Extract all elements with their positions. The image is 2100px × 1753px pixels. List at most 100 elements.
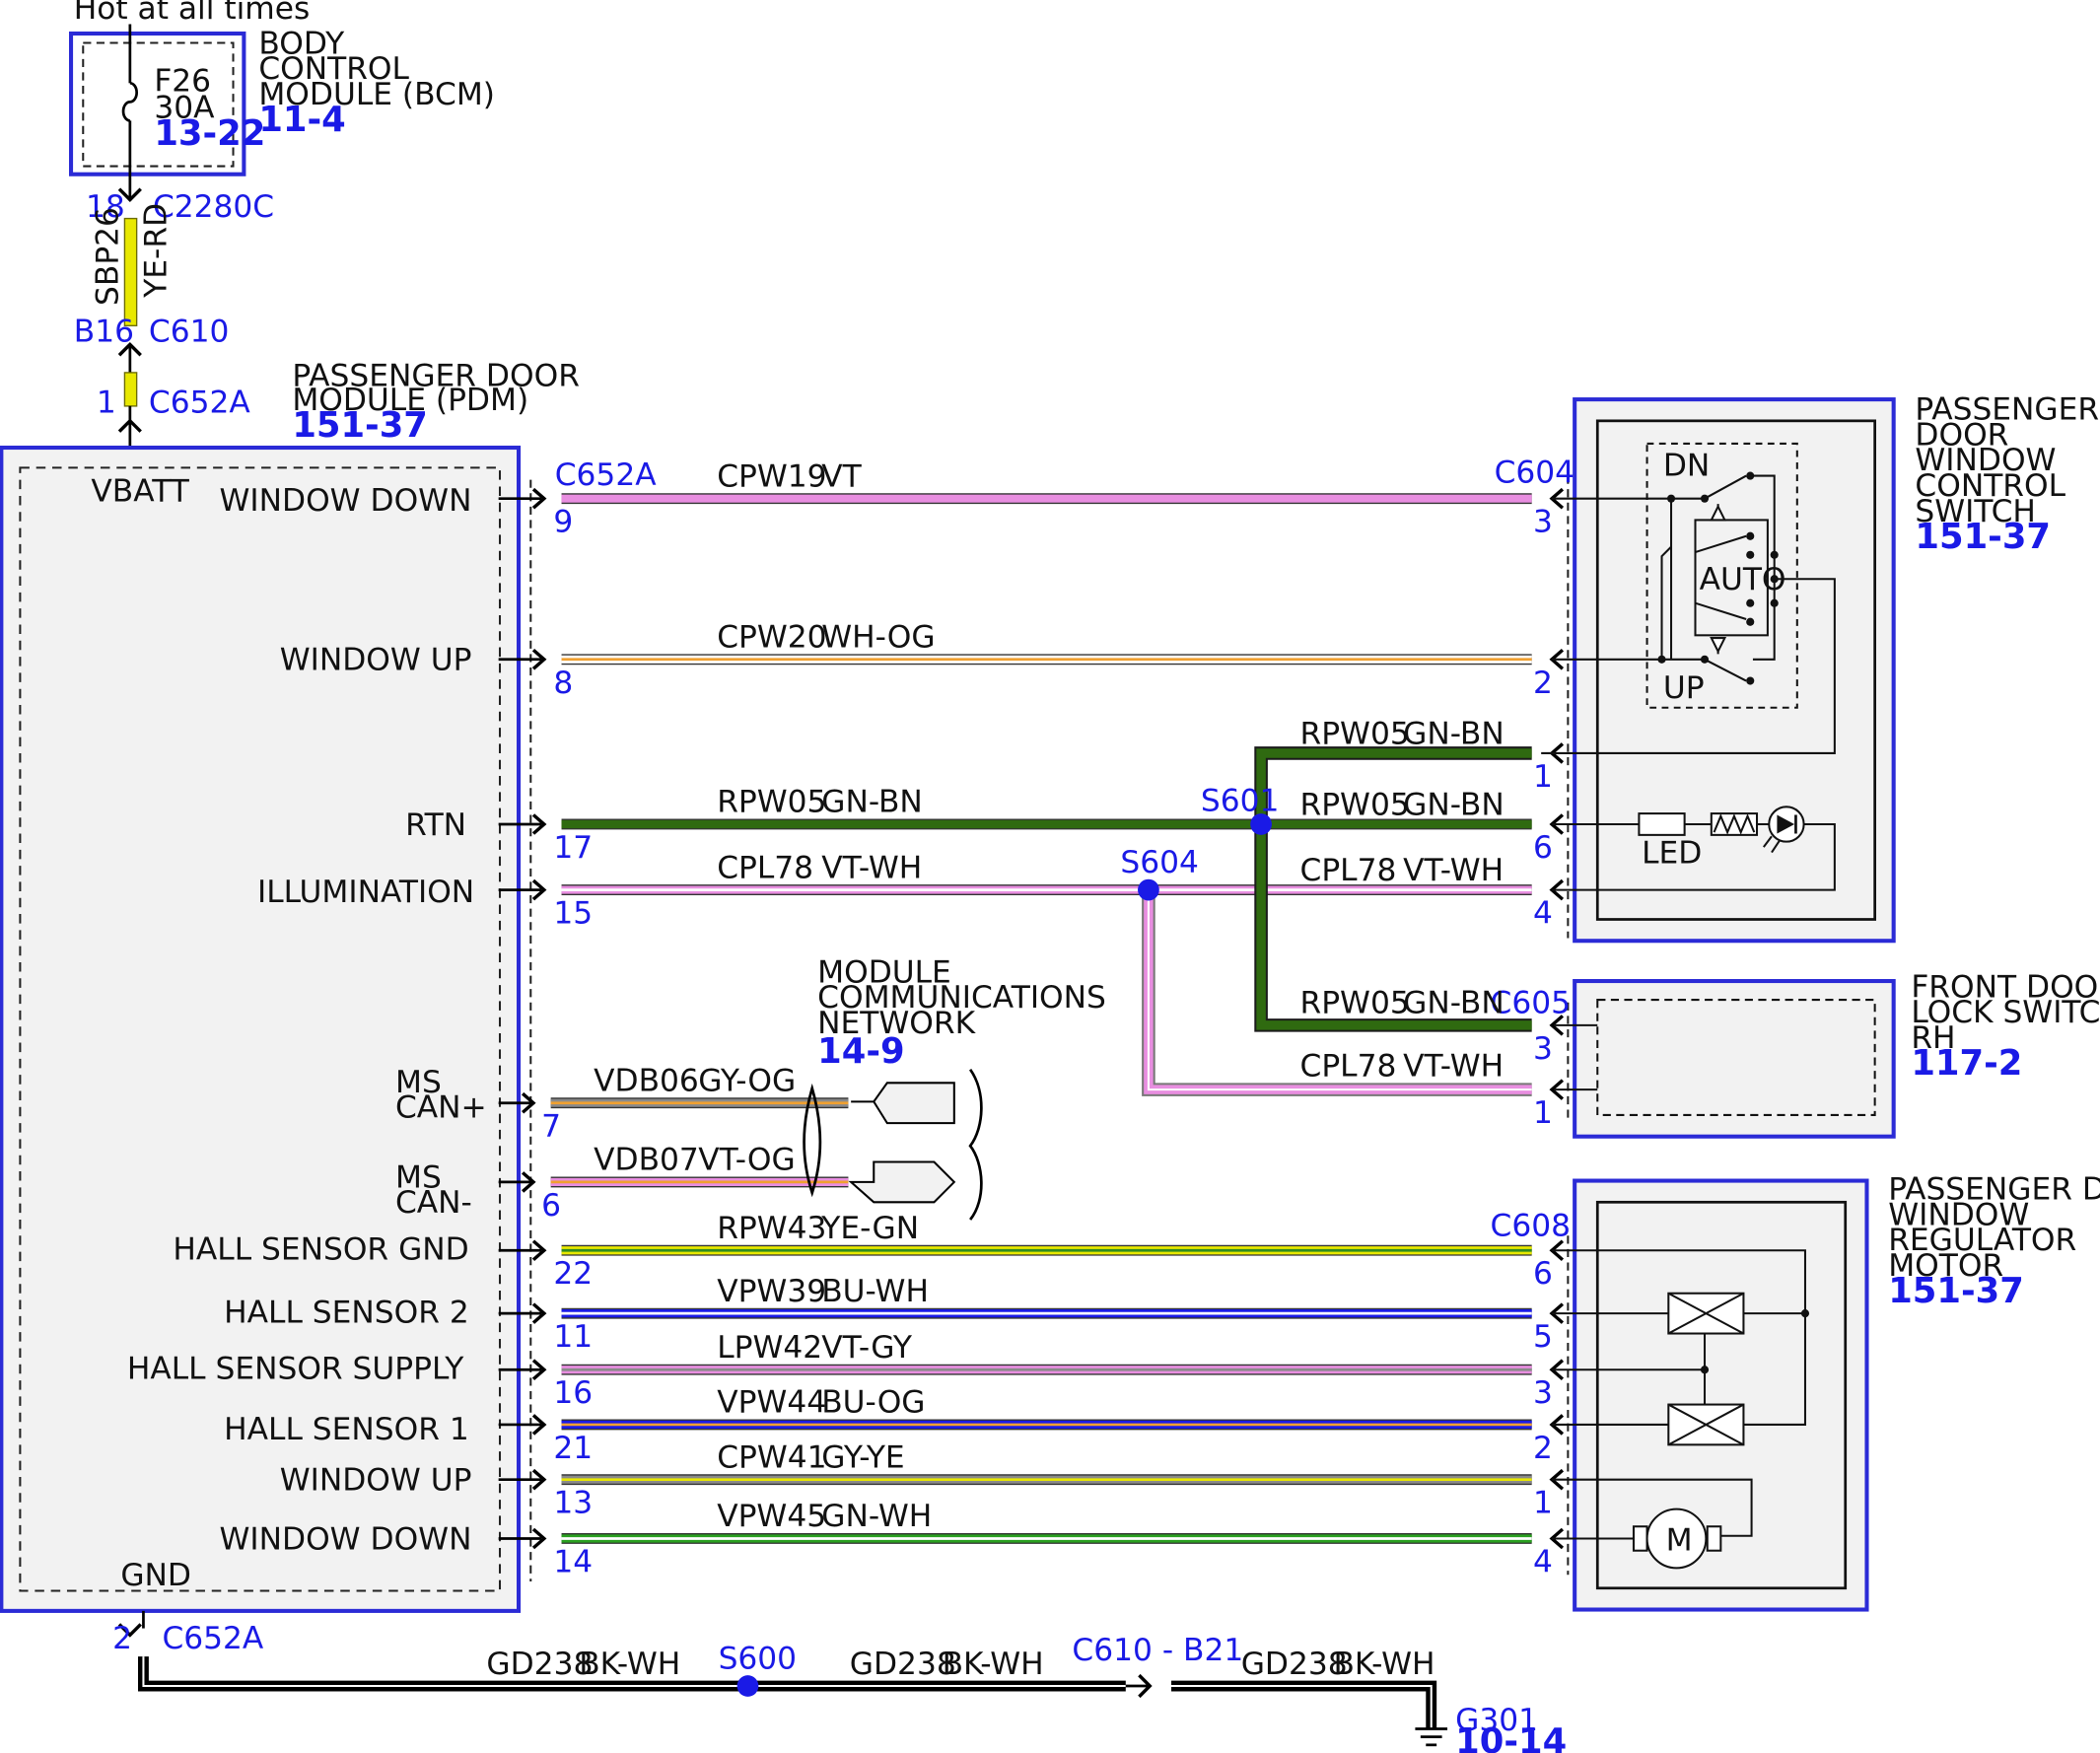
- device-pin-number: 1: [1533, 1486, 1553, 1521]
- connector-arrow-icon: [531, 1239, 547, 1262]
- connector-arrow-icon: [117, 187, 142, 202]
- wire-circuit-label: CPW19: [717, 458, 826, 494]
- pin-label: 18: [86, 189, 125, 225]
- window-switch-module[interactable]: [1573, 397, 1896, 944]
- wire-color-label: GN-WH: [821, 1499, 932, 1534]
- wire-circuit-label: VDB06: [594, 1063, 699, 1098]
- switch-contacts-icon: [1541, 474, 1836, 754]
- switch-name-4: CONTROL: [1915, 468, 2065, 504]
- network-name-2: COMMUNICATIONS: [817, 980, 1106, 1016]
- bcm-name: BODY: [258, 26, 345, 61]
- connector-arrow-icon: [531, 813, 547, 835]
- pdm-pin-label: ILLUMINATION: [257, 875, 474, 910]
- pdm-pin-label: WINDOW DOWN: [220, 483, 472, 519]
- splice-s601[interactable]: [1250, 813, 1272, 835]
- connector-arrow-icon: [522, 1171, 536, 1193]
- device-pin-number: 6: [1533, 830, 1553, 866]
- twisted-pair-icon: [803, 1083, 822, 1198]
- network-name-3: NETWORK: [817, 1006, 976, 1041]
- wire-circuit-label: RPW05: [717, 785, 826, 820]
- switch-name-5: SWITCH: [1915, 494, 2036, 529]
- wire-color-label: VT-GY: [821, 1330, 913, 1366]
- wire-circuit-label: GD238: [1241, 1647, 1348, 1682]
- pdm-gnd-label: GND: [120, 1558, 191, 1593]
- pdm-pin-label: WINDOW UP: [280, 643, 472, 678]
- network-connector-icon: [848, 1160, 956, 1204]
- wire-color-label: BK-WH: [943, 1647, 1044, 1682]
- rpw05-branch[interactable]: [1254, 746, 1532, 1032]
- bcm-ref-link[interactable]: 11-4: [258, 100, 345, 140]
- pdm-ref-link[interactable]: 151-37: [292, 405, 428, 446]
- wire-color-label: GN-BN: [1403, 716, 1505, 751]
- cpl78-branch[interactable]: [1142, 889, 1532, 1096]
- wire-color-label: GN-BN: [1403, 787, 1505, 822]
- connector-arrow-icon: [531, 1302, 547, 1324]
- ground-ref-link[interactable]: 10-14: [1455, 1721, 1567, 1753]
- motor-ref-link[interactable]: 151-37: [1888, 1271, 2024, 1311]
- bcm-module[interactable]: [69, 31, 246, 176]
- network-ref-link[interactable]: 14-9: [817, 1031, 904, 1072]
- switch-connector-label: C604: [1495, 455, 1575, 490]
- device-pin-number: 3: [1533, 1375, 1553, 1411]
- down-arrow-icon: [1710, 637, 1727, 654]
- pdm-pin-number: 6: [541, 1188, 561, 1224]
- pdm-pin-number: 8: [553, 666, 573, 701]
- pdm-pin-number: 14: [553, 1544, 593, 1579]
- device-pin-number: 4: [1533, 1544, 1553, 1579]
- pdm-pin-number: 21: [553, 1431, 593, 1466]
- lock-name: FRONT DOOR: [1911, 969, 2100, 1005]
- connector-arrow-icon: [531, 878, 547, 901]
- wire-color-label: VT-WH: [1403, 853, 1504, 888]
- fuse-rating: 30A: [154, 91, 215, 126]
- lock-name-2: LOCK SWITCH: [1911, 995, 2100, 1030]
- ground-wire[interactable]: [138, 1656, 1437, 1729]
- pdm-module[interactable]: [0, 445, 522, 1613]
- wire-color-label: BU-OG: [821, 1385, 925, 1421]
- wire-color-label: WH-OG: [821, 620, 935, 656]
- lock-switch-module[interactable]: [1573, 978, 1896, 1139]
- device-pin-number: 5: [1533, 1319, 1553, 1355]
- splice-label: S604: [1120, 845, 1198, 880]
- lock-ref-link[interactable]: 117-2: [1911, 1043, 2022, 1084]
- device-pin-number: 1: [1533, 759, 1553, 795]
- wire-circuit-label: LPW42: [717, 1330, 822, 1366]
- pin-label: 1: [97, 386, 116, 421]
- pdm-pin-number: 17: [553, 830, 593, 866]
- wire-sbp26-short[interactable]: [123, 372, 138, 407]
- wire-sbp26[interactable]: [123, 217, 138, 327]
- switch-up-label: UP: [1663, 670, 1705, 706]
- pdm-pin-label: HALL SENSOR SUPPLY: [127, 1352, 464, 1387]
- lock-connector-label: C605: [1491, 986, 1571, 1021]
- wire-color-label: GY-YE: [821, 1439, 904, 1475]
- connector-arrow-icon: [531, 1359, 547, 1381]
- pdm-pin-number: 11: [553, 1319, 593, 1355]
- pdm-pin-label: RTN: [405, 807, 466, 843]
- switch-ref-link[interactable]: 151-37: [1915, 517, 2051, 557]
- led-label: LED: [1642, 835, 1702, 871]
- wire-color-label: BK-WH: [1333, 1647, 1435, 1682]
- splice-s604[interactable]: [1138, 878, 1159, 901]
- wire-circuit-label: GD238: [486, 1647, 593, 1682]
- connector-arrow-icon: [522, 1091, 536, 1114]
- wire-color-label: GN-BN: [1403, 986, 1505, 1021]
- network-connector-icon: [851, 1082, 955, 1125]
- pdm-pin-number: 13: [553, 1486, 593, 1521]
- wire-circuit-label: RPW05: [1300, 716, 1410, 751]
- wire-circuit-label: CPL78: [717, 850, 813, 885]
- brace-icon: [968, 1068, 983, 1221]
- fuse-icon: [121, 81, 139, 122]
- wire-circuit-label: RPW05: [1300, 986, 1410, 1021]
- wire-circuit-label: CPL78: [1300, 1049, 1397, 1085]
- connector-arrow-icon: [1549, 1015, 1565, 1036]
- connector-arrow-icon: [531, 649, 547, 670]
- splice-s600[interactable]: [736, 1675, 759, 1697]
- motor-icon: [1552, 1478, 1753, 1570]
- device-pin-number: 2: [1533, 666, 1553, 701]
- wire-color-label: GY-OG: [698, 1063, 796, 1098]
- pdm-pin-number: 22: [553, 1256, 593, 1292]
- ground-icon: [1415, 1727, 1448, 1747]
- pdm-pin-label-mscanp-2: CAN+: [395, 1090, 487, 1126]
- fuse-ref-link[interactable]: 13-22: [154, 113, 265, 154]
- bcm-name-2: CONTROL: [258, 51, 409, 87]
- connector-arrow-icon: [117, 1623, 142, 1638]
